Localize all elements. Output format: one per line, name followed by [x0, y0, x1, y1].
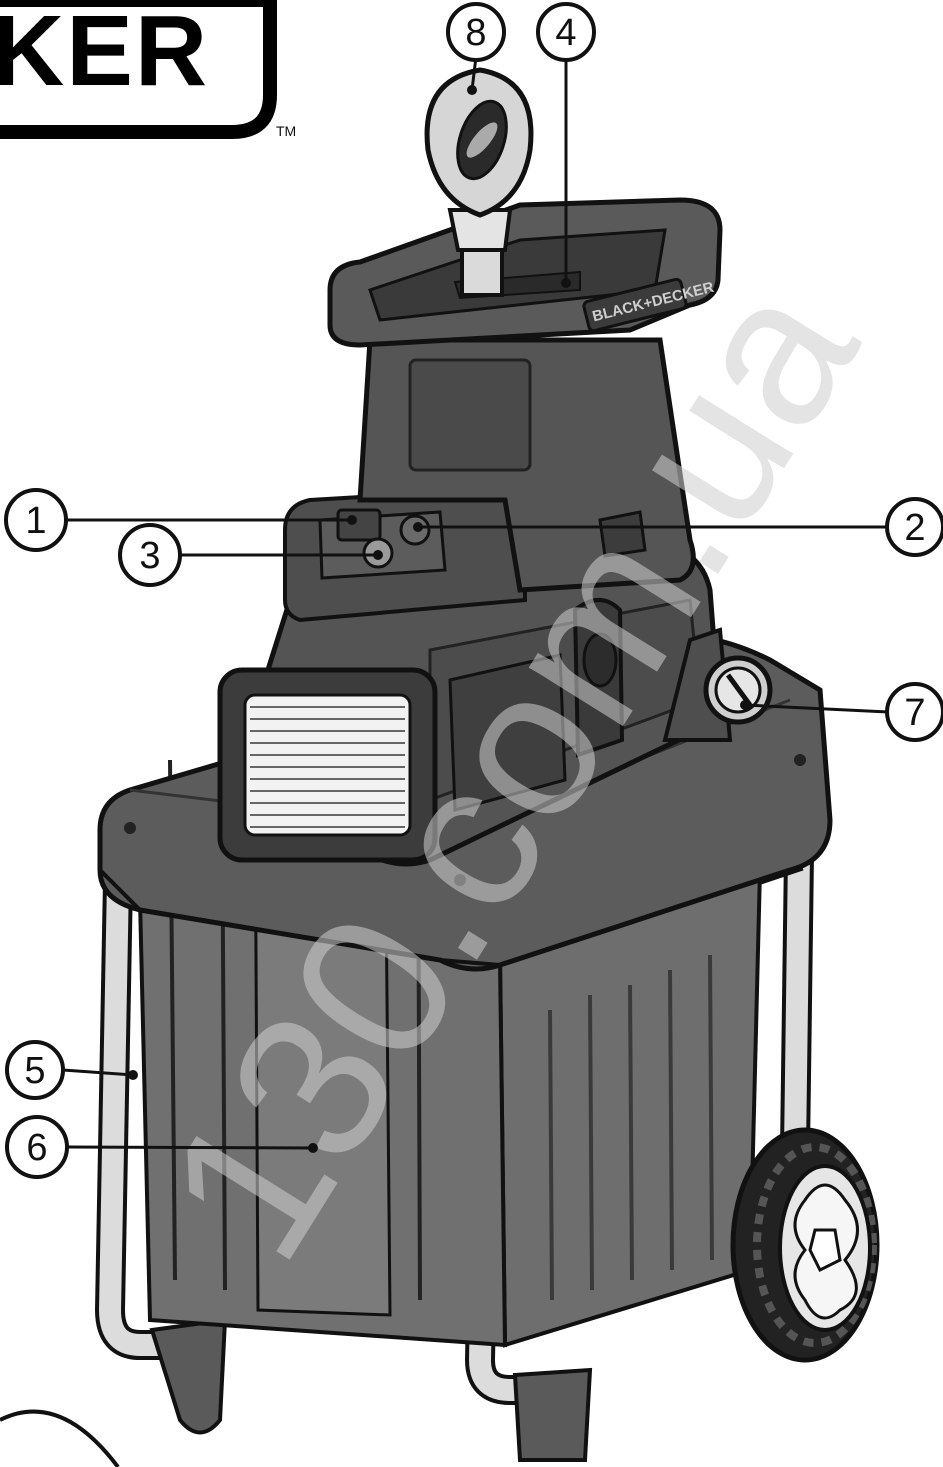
callout-label: 1: [25, 500, 46, 542]
logo-frame: [0, 0, 277, 139]
callout-4: 4: [536, 2, 596, 62]
callout-label: 4: [555, 12, 576, 54]
plunger: [424, 67, 534, 297]
page-corner-mark: [0, 1409, 120, 1467]
adjustment-dial: [662, 627, 773, 742]
vent-grille: [217, 667, 438, 863]
callout-6: 6: [5, 1115, 69, 1179]
feet: [149, 1317, 593, 1462]
callout-8: 8: [446, 2, 506, 62]
trademark-symbol: TM: [276, 123, 296, 139]
on-off-switch: [336, 508, 382, 542]
leader-lines: [62, 56, 890, 1150]
callout-label: 7: [904, 692, 925, 734]
logo-text: KER: [0, 0, 209, 107]
callout-label: 3: [139, 535, 160, 577]
callout-label: 2: [904, 507, 925, 549]
leader-dots: [128, 85, 750, 1153]
wheel: [730, 1127, 880, 1363]
callout-label: 8: [465, 12, 486, 54]
callout-5: 5: [5, 1040, 65, 1100]
brand-logo: KER TM: [0, 0, 296, 139]
callout-2: 2: [885, 497, 943, 557]
callout-7: 7: [885, 682, 943, 742]
callout-1: 1: [4, 488, 68, 552]
callout-label: 6: [26, 1127, 47, 1169]
callout-3: 3: [118, 523, 182, 587]
callout-label: 5: [24, 1050, 45, 1092]
